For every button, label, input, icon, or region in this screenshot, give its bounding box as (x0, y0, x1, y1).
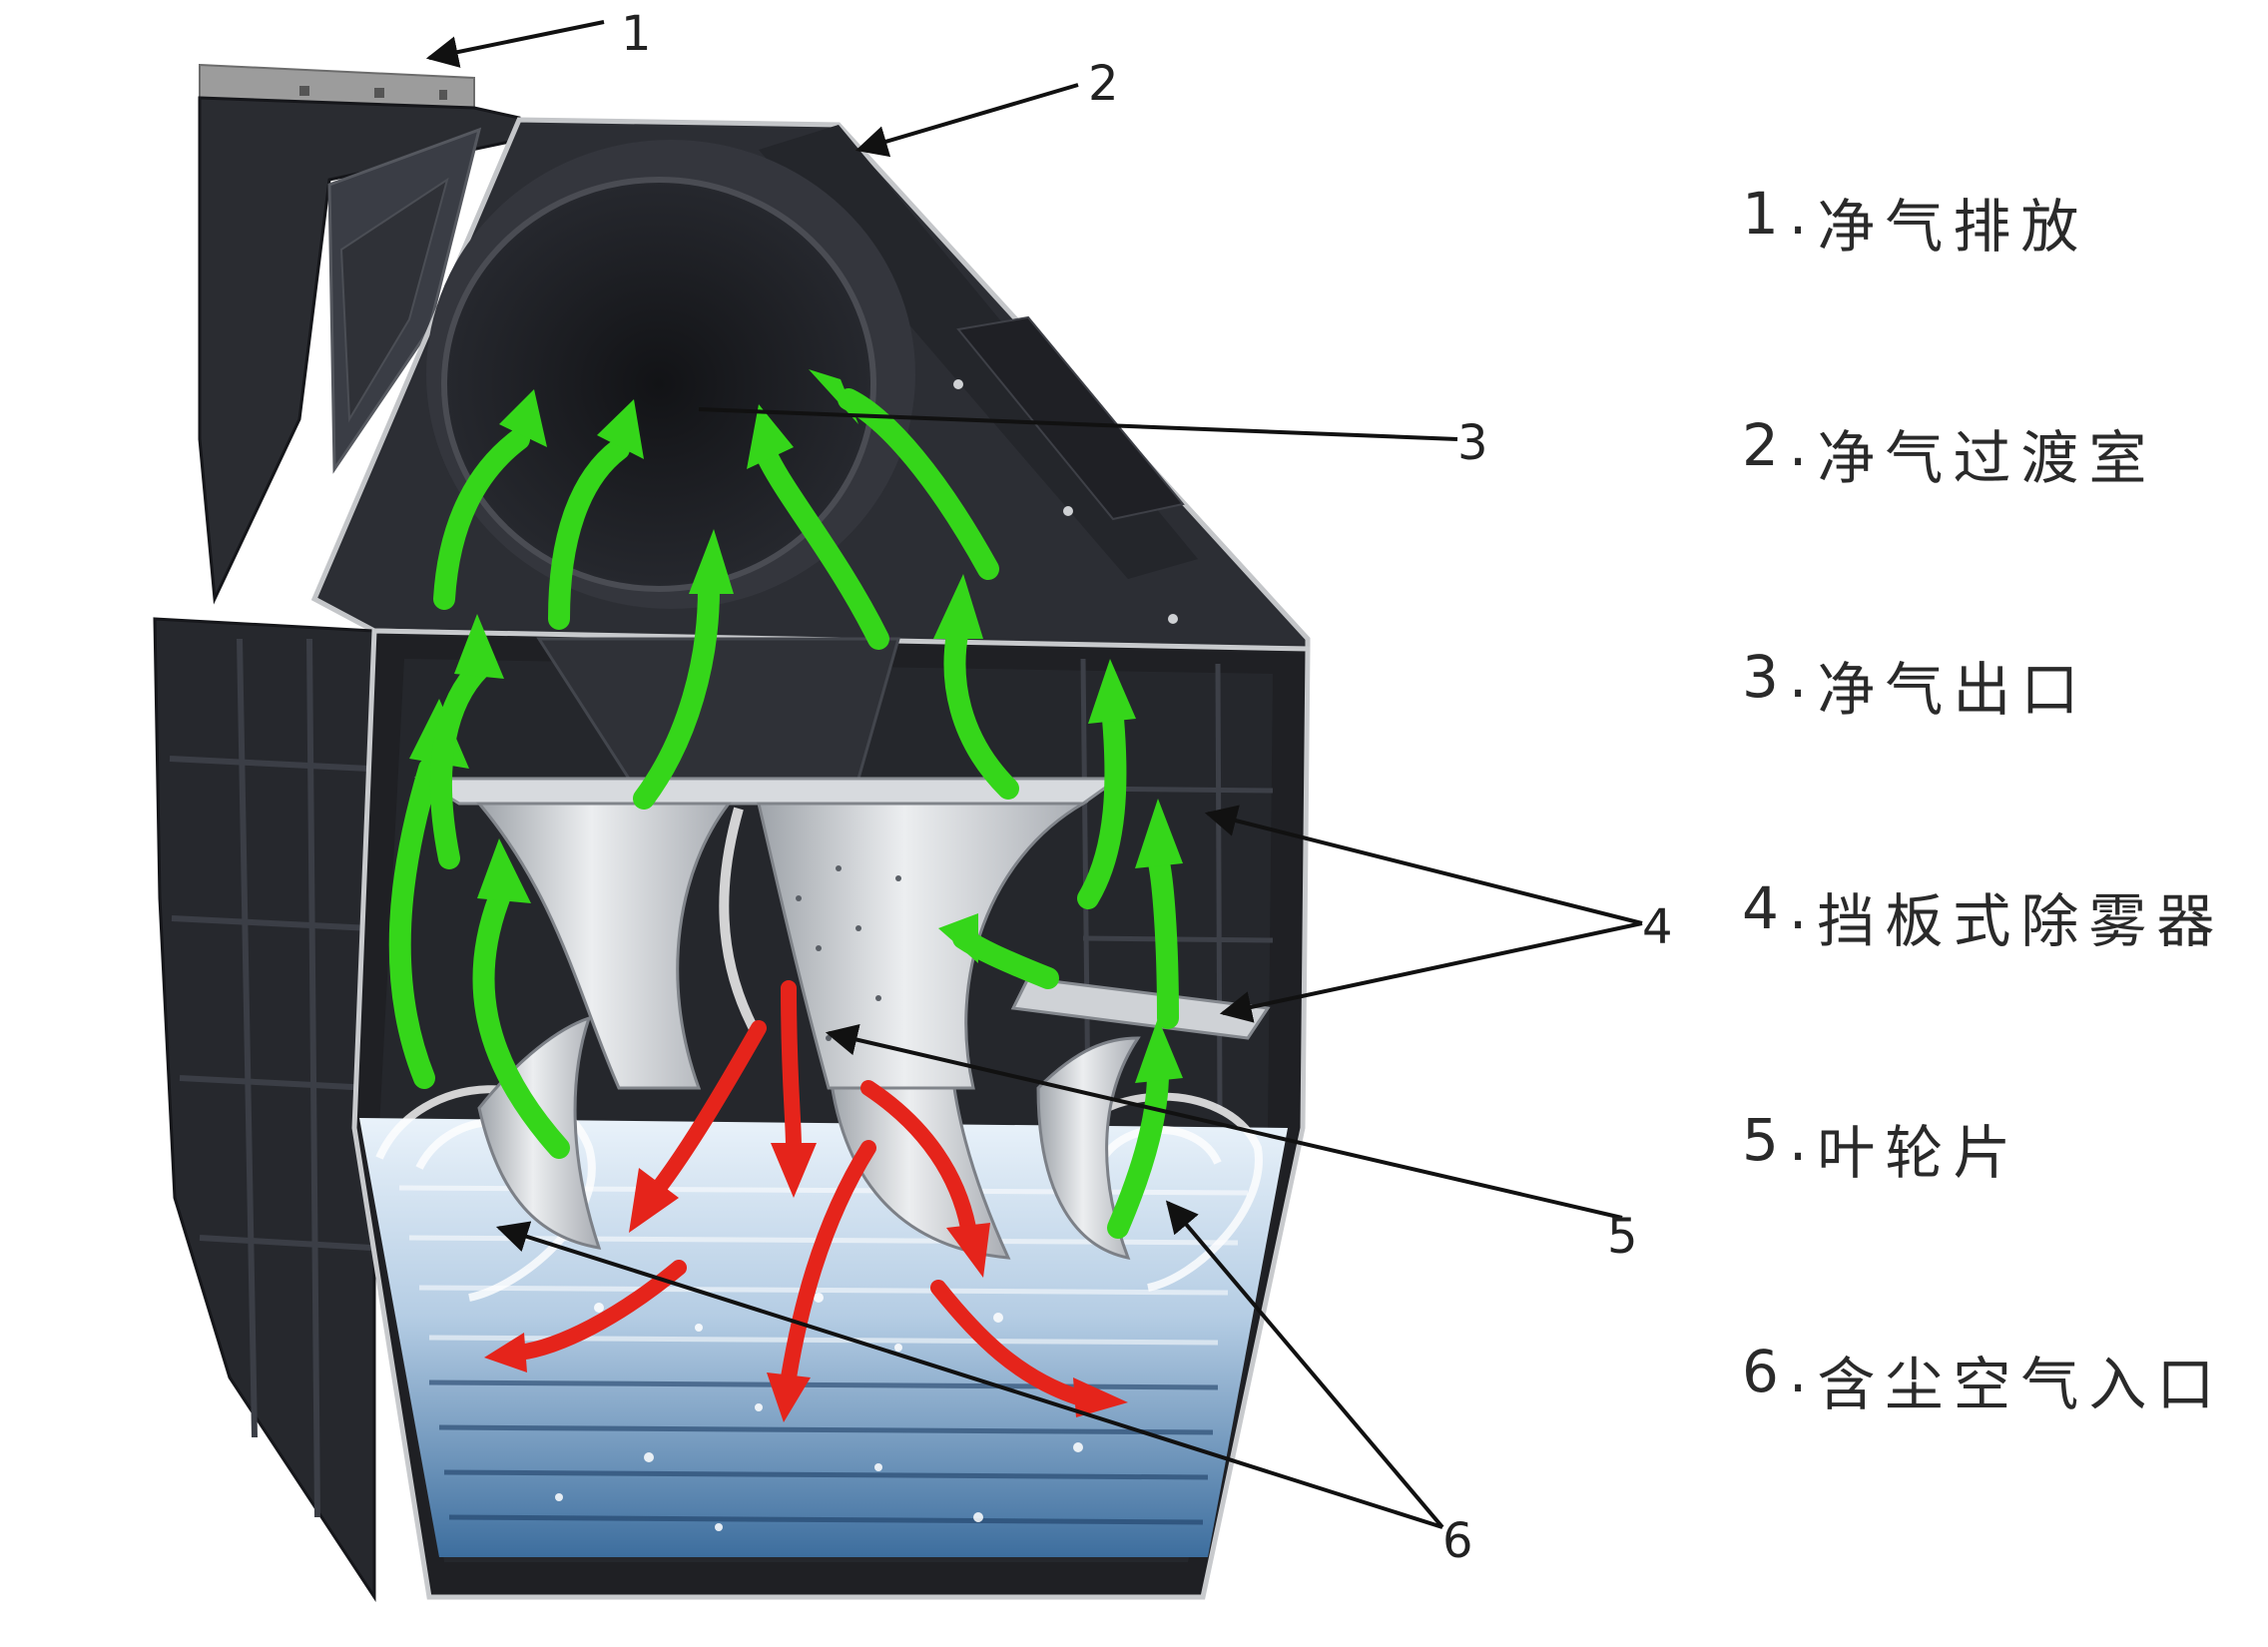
callout-2: 2 (1088, 56, 1119, 112)
clean-air-arrowhead (938, 913, 978, 963)
clean-air-arrow (1147, 847, 1179, 1029)
legend-item-1: 1. 净气排放 (1742, 180, 2224, 411)
clean-air-arrow (838, 388, 999, 580)
clean-air-arrowhead (477, 838, 531, 903)
clean-air-arrow (633, 578, 720, 810)
legend-number: 4. (1742, 874, 1818, 942)
callout-3: 3 (1457, 415, 1488, 471)
legend-label: 净气排放 (1817, 193, 2089, 261)
clean-air-arrow (1107, 1062, 1169, 1239)
clean-air-arrowhead (597, 399, 644, 459)
dusty-air-arrow (781, 980, 802, 1156)
dusty-air-arrowhead (767, 1372, 811, 1422)
dusty-air-arrow (860, 1080, 976, 1236)
legend-number: 2. (1742, 411, 1818, 479)
leader-line-3 (698, 407, 1458, 441)
dusty-air-arrow (930, 1280, 1086, 1405)
dusty-air-arrowhead (946, 1223, 990, 1278)
leader-line-4a (1204, 805, 1643, 925)
dusty-air-arrow (511, 1260, 687, 1361)
clean-air-arrowhead (1088, 659, 1136, 724)
clean-air-arrowhead (1135, 1018, 1183, 1083)
clean-air-arrow (429, 658, 490, 869)
dusty-air-flow-arrows (484, 980, 1128, 1422)
leader-line-5 (825, 1023, 1623, 1220)
callout-5: 5 (1607, 1209, 1638, 1265)
clean-air-outlet (426, 140, 915, 609)
legend-number: 1. (1742, 180, 1818, 248)
legend: 1. 净气排放 2. 净气过渡室 3. 净气出口 4. 挡板式除雾器 5. 叶轮… (1742, 180, 2224, 1569)
baffle-demister (413, 777, 1271, 1090)
callout-6: 6 (1442, 1513, 1473, 1569)
dusty-air-arrowhead (771, 1143, 817, 1198)
clean-air-arrow (943, 618, 1019, 800)
callout-1: 1 (621, 6, 652, 62)
legend-number: 3. (1742, 643, 1818, 711)
dusty-air-arrow (781, 1140, 876, 1385)
clean-air-arrow (388, 758, 440, 1089)
leader-line-2 (854, 83, 1079, 158)
leader-lines (425, 20, 1643, 1529)
clean-air-arrowhead (809, 369, 858, 424)
dusty-air-arrowhead (629, 1168, 679, 1233)
clean-air-flow-arrows (388, 369, 1183, 1239)
legend-item-6: 6. 含尘空气入口 (1742, 1338, 2224, 1569)
legend-label: 挡板式除雾器 (1817, 887, 2225, 955)
legend-item-2: 2. 净气过渡室 (1742, 411, 2224, 643)
legend-label: 净气出口 (1817, 656, 2089, 724)
clean-air-arrowhead (499, 389, 547, 447)
callout-4: 4 (1642, 899, 1673, 955)
clean-air-arrowhead (747, 404, 794, 469)
clean-air-arrowhead (689, 529, 734, 594)
leader-line-6b (1165, 1200, 1444, 1529)
leader-line-1 (425, 20, 605, 68)
fan-housing (198, 96, 521, 605)
legend-label: 净气过渡室 (1817, 424, 2157, 492)
legend-item-3: 3. 净气出口 (1742, 643, 2224, 874)
dusty-air-arrowhead (484, 1333, 527, 1372)
clean-air-arrow (548, 438, 630, 630)
dusty-air-arrowhead (1073, 1377, 1128, 1417)
clean-air-arrowhead (1135, 799, 1183, 868)
clean-air-arrowhead (454, 614, 504, 679)
leader-line-6a (495, 1221, 1443, 1529)
legend-number: 6. (1742, 1338, 1818, 1405)
clean-air-arrow (758, 448, 889, 650)
clean-air-arrow (472, 887, 570, 1159)
clean-air-arrowhead (933, 574, 983, 639)
legend-item-4: 4. 挡板式除雾器 (1742, 874, 2224, 1106)
legend-label: 含尘空气入口 (1817, 1351, 2225, 1418)
callout-numbers: 1 2 3 4 5 6 (621, 6, 1673, 1569)
clean-air-arrow (433, 428, 530, 610)
legend-item-5: 5. 叶轮片 (1742, 1106, 2224, 1338)
clean-air-arrow (1077, 708, 1127, 909)
leader-line-4b (1219, 921, 1643, 1023)
legend-label: 叶轮片 (1817, 1119, 2021, 1187)
dusty-air-arrow (651, 1020, 767, 1196)
legend-number: 5. (1742, 1106, 1818, 1174)
